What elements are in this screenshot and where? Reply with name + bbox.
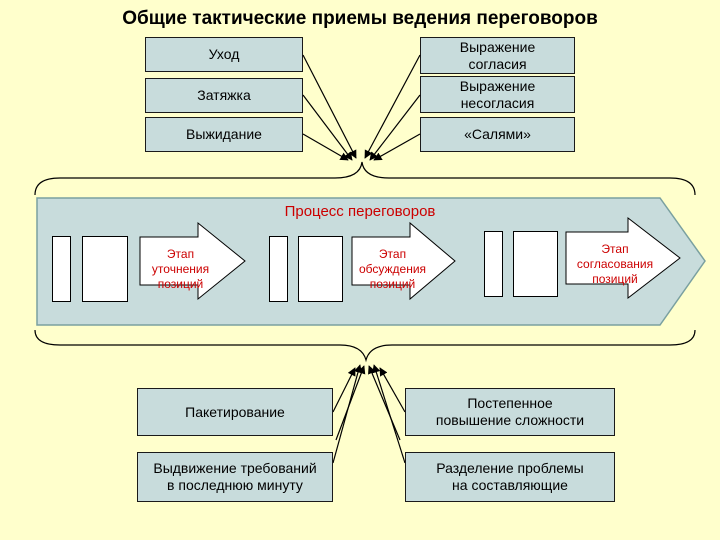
arrow (332, 364, 363, 464)
stage-arrow-agreement (565, 216, 681, 300)
tactic-box-gradual-complexity: Постепенное повышение сложности (405, 388, 615, 436)
position-block (298, 236, 343, 302)
arrow (302, 94, 353, 161)
position-bar (52, 236, 71, 302)
bottom-brace (34, 329, 696, 363)
bottom-diverging-arrows (332, 364, 406, 464)
tactic-box-agreement: Выражение согласия (420, 37, 575, 74)
tactic-box-withdrawal: Уход (145, 37, 303, 72)
tactic-box-packaging: Пакетирование (137, 388, 333, 436)
arrow (335, 365, 366, 441)
arrow (364, 54, 421, 159)
tactic-box-waiting: Выжидание (145, 117, 303, 152)
tactic-box-disagreement: Выражение несогласия (420, 76, 575, 113)
tactic-box-last-minute-demands: Выдвижение требований в последнюю минуту (137, 452, 333, 502)
arrow (332, 367, 356, 413)
top-brace (34, 161, 696, 196)
position-block (513, 231, 558, 297)
tactic-box-split-problem: Разделение проблемы на составляющие (405, 452, 615, 502)
position-bar (269, 236, 288, 302)
diagram-title: Общие тактические приемы ведения перегов… (122, 8, 598, 29)
position-block (82, 236, 128, 302)
process-title: Процесс переговоров (284, 203, 436, 220)
arrow (369, 94, 421, 161)
arrow (302, 133, 349, 161)
stage-label-agreement: Этап согласования позиций (576, 242, 654, 286)
tactic-box-salami: «Салями» (420, 117, 575, 152)
stage-arrow-discussion (351, 221, 456, 301)
arrow (373, 133, 421, 161)
arrow (302, 54, 357, 159)
top-converging-arrows (302, 54, 421, 161)
tactic-box-delay: Затяжка (145, 78, 303, 113)
position-bar (484, 231, 503, 297)
arrow (368, 365, 401, 441)
stage-arrow-clarification (139, 221, 246, 301)
arrow (379, 367, 406, 413)
stage-label-discussion: Этап обсуждения позиций (358, 247, 427, 291)
stage-label-clarification: Этап уточнения позиций (151, 247, 210, 291)
